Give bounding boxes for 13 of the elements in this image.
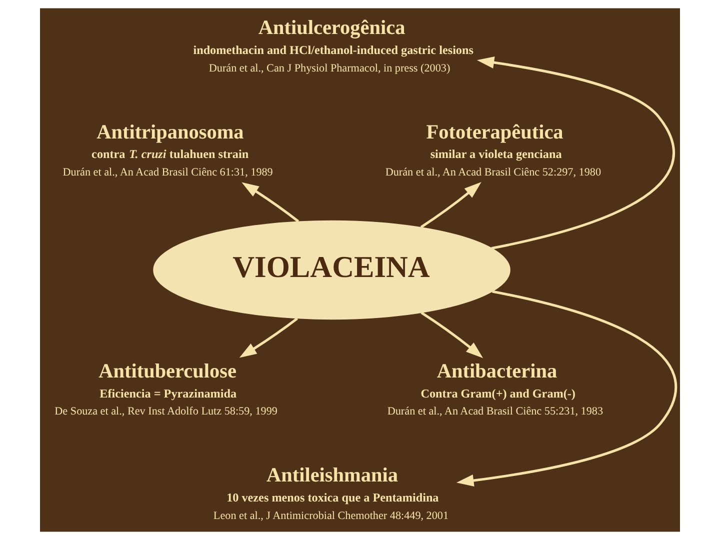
node-text: Antiulcerogênica indomethacin and HCl/ethanol-induced gastric lesions Durán et al., Can J Physiol Pharmacol, in press (2003) [193, 17, 474, 74]
node-ellipse: VIOLACEINA [153, 220, 510, 320]
arrow [239, 318, 298, 358]
node-text: Fototerapêutica similar a violeta genciana Durán et al., An Acad Brasil Ciênc 52:297, 1980 [385, 121, 602, 178]
arrow [242, 182, 300, 222]
arrow [456, 290, 678, 486]
arrow [476, 56, 675, 250]
node-text: Antitripanosoma contra T. cruzi tulahuen strain Durán et al., An Acad Brasil Ciênc 61:31, 1989 [62, 121, 273, 178]
node-text: Antituberculose Eficiencia = Pyrazinamida De Souza et al., Rev Inst Adolfo Lutz 58:59, 1999 [54, 360, 278, 418]
node-text: Antibacterina Contra Gram(+) and Gram(-) Durán et al., An Acad Brasil Ciênc 55:231, 1983 [387, 360, 604, 418]
arrow [420, 312, 484, 358]
node-text: Antileishmania 10 vezes menos toxica que a Pentamidina Leon et al., J Antimicrobial Chemother 48:449, 2001 [213, 464, 449, 522]
arrow [420, 182, 482, 228]
